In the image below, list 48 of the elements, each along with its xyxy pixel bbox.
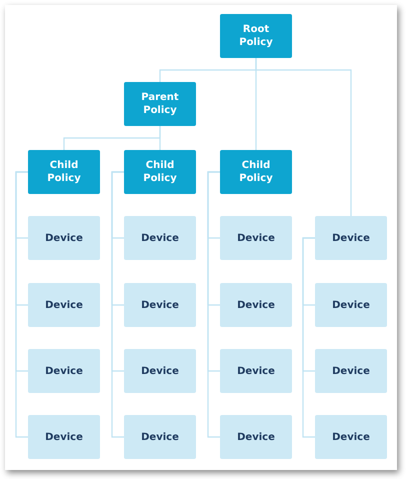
- device-box: [28, 349, 100, 393]
- box-label: Device: [332, 298, 370, 312]
- device-box: [220, 283, 292, 327]
- device-box: [28, 415, 100, 459]
- device-box: [124, 349, 196, 393]
- connector-line: [111, 171, 124, 438]
- box-label: Device: [141, 298, 179, 312]
- box-label: Device: [237, 232, 275, 244]
- box-label: Device: [141, 232, 179, 244]
- policy-box: [220, 150, 292, 194]
- connector-line: [302, 237, 315, 438]
- policy-box: [220, 14, 292, 58]
- box-label: Device: [237, 364, 275, 378]
- box-label: Device: [237, 298, 275, 312]
- policy-box: [124, 82, 196, 126]
- device-box: [124, 283, 196, 327]
- box-label: Parent Policy: [140, 91, 180, 117]
- connector-line: [207, 171, 220, 438]
- device-box: [315, 415, 387, 459]
- policy-box: [124, 150, 196, 194]
- box-label: Device: [332, 232, 370, 244]
- device-box: [220, 216, 292, 260]
- device-box: [124, 216, 196, 260]
- box-label: Root Policy: [238, 23, 274, 49]
- policy-box: [28, 150, 100, 194]
- box-label: Device: [141, 364, 179, 378]
- device-box: [315, 349, 387, 393]
- box-label: Child Policy: [142, 159, 178, 185]
- box-label: Device: [45, 298, 83, 312]
- device-box: [220, 415, 292, 459]
- connector-line: [255, 58, 352, 216]
- box-label: Child Policy: [46, 159, 82, 185]
- device-box: [124, 415, 196, 459]
- device-box: [315, 283, 387, 327]
- box-label: Device: [45, 232, 83, 244]
- box-label: Device: [332, 364, 370, 378]
- box-label: Device: [237, 430, 275, 444]
- box-label: Device: [45, 430, 83, 444]
- box-label: Device: [45, 364, 83, 378]
- device-box: [220, 349, 292, 393]
- box-label: Device: [141, 430, 179, 444]
- device-box: [315, 216, 387, 260]
- box-label: Device: [332, 430, 370, 444]
- box-label: Child Policy: [238, 159, 274, 185]
- connector-line: [15, 171, 28, 438]
- device-box: [28, 216, 100, 260]
- device-box: [28, 283, 100, 327]
- connector-line: [159, 126, 161, 150]
